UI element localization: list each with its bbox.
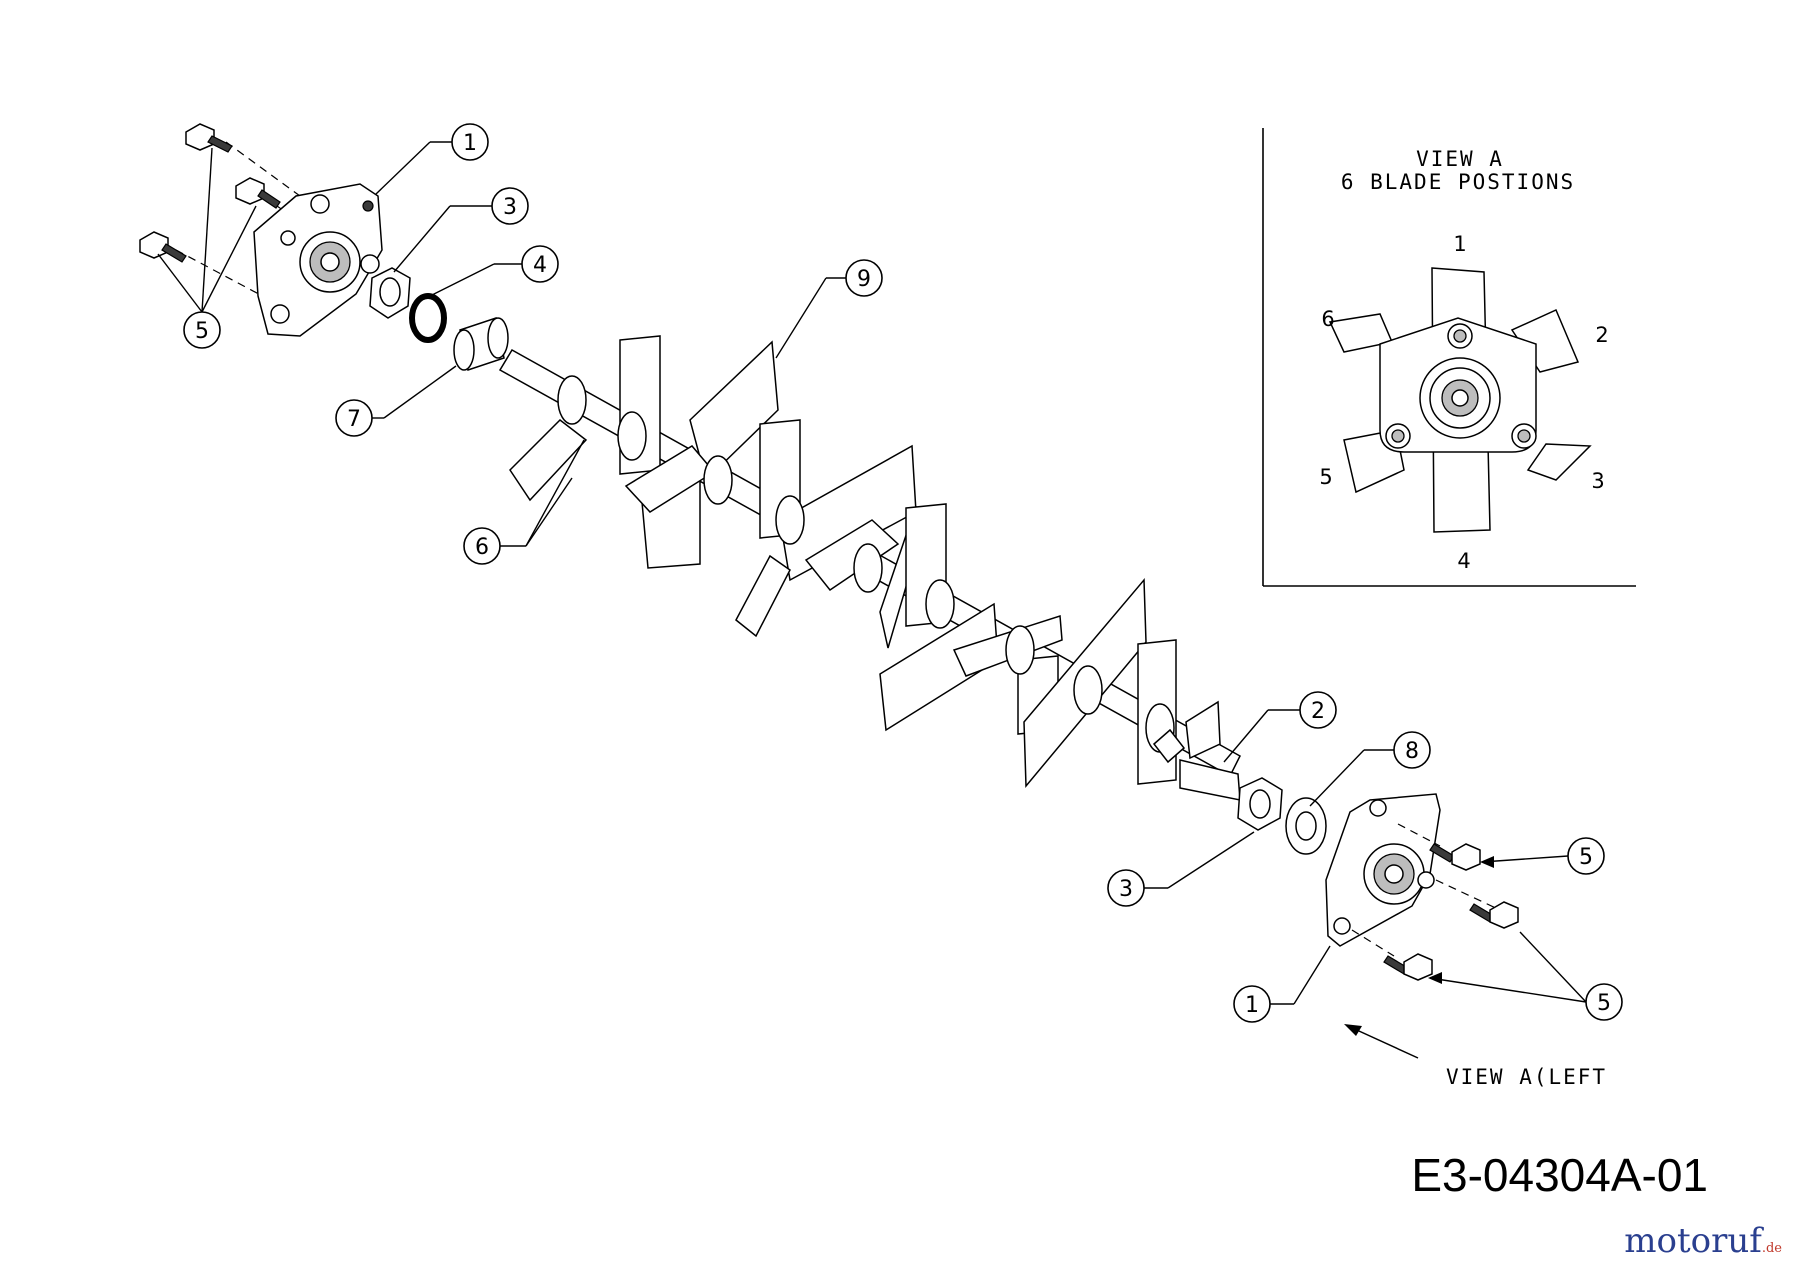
bolt-right-3	[1383, 953, 1433, 981]
bearing-8	[1285, 797, 1327, 855]
position-label-6: 6	[1321, 307, 1334, 331]
svg-text:3: 3	[1119, 877, 1133, 902]
watermark-domain: .de	[1761, 1241, 1782, 1256]
view-a-title: VIEW A	[1416, 147, 1504, 171]
blade-pos-3	[1526, 443, 1592, 481]
callout-6	[463, 527, 501, 565]
svg-text:4: 4	[533, 253, 547, 278]
watermark-brand: motoruf	[1624, 1221, 1762, 1261]
callout-2	[1299, 691, 1337, 729]
watermark: motoruf.de	[1624, 1221, 1782, 1261]
view-a-arrow	[1344, 1024, 1419, 1059]
callout-5-top	[183, 311, 221, 349]
bolt-top-left-2	[235, 177, 281, 209]
bolt-right-1	[1429, 843, 1481, 871]
position-label-1: 1	[1453, 232, 1466, 256]
view-a-left-label: VIEW A(LEFT	[1446, 1065, 1607, 1089]
callout-9	[845, 259, 883, 297]
bolt-top-left-3	[139, 231, 187, 263]
callouts: 1 3 4 5 7 6 9 2	[157, 123, 1623, 1023]
svg-text:6: 6	[475, 535, 489, 560]
svg-text:3: 3	[503, 195, 517, 220]
nut-bottom	[1237, 777, 1283, 831]
right-flange-group	[1325, 793, 1519, 981]
left-flange-group	[139, 123, 383, 337]
callout-5-right-lower	[1585, 983, 1623, 1021]
callout-3-top	[491, 187, 529, 225]
callout-8	[1393, 731, 1431, 769]
svg-text:1: 1	[463, 131, 477, 156]
position-label-5: 5	[1319, 465, 1332, 489]
view-a-subtitle: 6 BLADE POSTIONS	[1341, 170, 1575, 194]
callout-5-right-upper	[1567, 837, 1605, 875]
bolt-right-2	[1469, 901, 1519, 929]
position-label-2: 2	[1595, 323, 1608, 347]
tine-shaft	[498, 335, 1241, 801]
svg-text:5: 5	[1597, 991, 1611, 1016]
svg-text:5: 5	[1579, 845, 1593, 870]
callout-1-bottom	[1233, 985, 1271, 1023]
svg-text:9: 9	[857, 267, 871, 292]
nut-top	[369, 267, 411, 319]
callout-1-top	[451, 123, 489, 161]
drawing-code: E3-04304A-01	[1411, 1149, 1708, 1201]
blade-pos-6	[1328, 313, 1394, 353]
svg-text:8: 8	[1405, 739, 1419, 764]
svg-text:2: 2	[1311, 699, 1325, 724]
blade-pos-2	[1510, 308, 1580, 373]
svg-text:7: 7	[347, 407, 361, 432]
svg-text:5: 5	[195, 319, 209, 344]
position-label-3: 3	[1591, 469, 1604, 493]
spacer-7	[453, 317, 509, 371]
callout-3-bottom	[1107, 869, 1145, 907]
position-label-4: 4	[1457, 549, 1470, 573]
svg-text:1: 1	[1245, 993, 1259, 1018]
shaft-collars	[557, 375, 1175, 753]
washer-4	[409, 293, 447, 343]
view-a-inset: VIEW A 6 BLADE POSTIONS 1 2 3 4 5 6	[1262, 128, 1636, 587]
bolt-top-left-1	[185, 123, 233, 153]
callout-7	[335, 399, 373, 437]
callout-4	[521, 245, 559, 283]
